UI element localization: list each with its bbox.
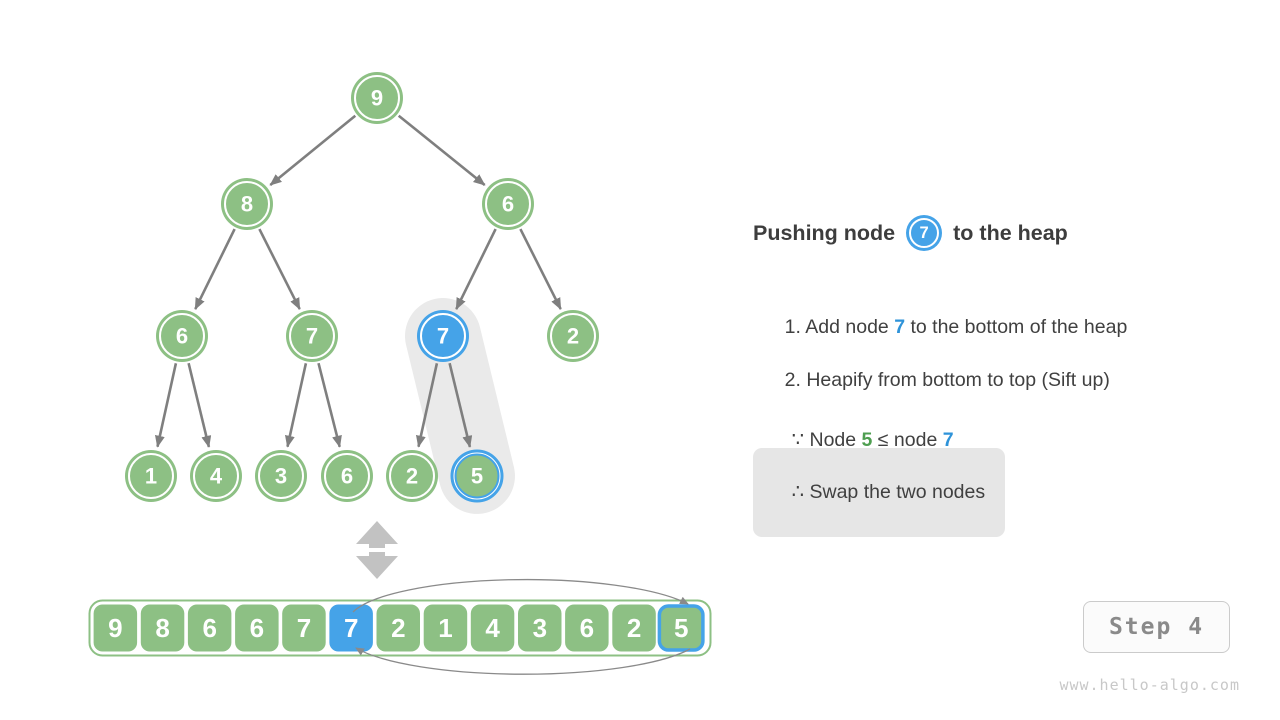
tree-and-array-diagram: 9 8 6 6 7 7 2	[88, 72, 712, 675]
tree-node-value: 8	[241, 192, 253, 217]
tree-node-value: 6	[176, 324, 188, 349]
step-badge: Step 4	[1083, 601, 1230, 653]
figure-title: Pushing node 7 to the heap	[753, 214, 1068, 252]
site-watermark: www.hello-algo.com	[1059, 676, 1240, 694]
array-cell-value: 1	[438, 613, 452, 643]
array-cell-value: 2	[391, 613, 405, 643]
tree-node-6-l3: 6	[156, 310, 208, 362]
array-cell-value: 6	[202, 613, 216, 643]
tree-node-2-l3: 2	[547, 310, 599, 362]
because-value-7: 7	[942, 429, 954, 451]
step-badge-label: Step 4	[1108, 614, 1205, 640]
tree-node-2-l4: 2	[386, 450, 438, 502]
tree-node-value: 7	[437, 324, 449, 349]
tree-node-1: 1	[125, 450, 177, 502]
tree-node-5-ringed: 5	[450, 449, 504, 503]
tree-edges	[154, 114, 562, 448]
tree-node-7-l3: 7	[286, 310, 338, 362]
tree-node-7-blue: 7	[417, 310, 469, 362]
tree-node-value: 7	[306, 324, 318, 349]
array-cell-value: 4	[485, 613, 500, 643]
tree-node-value: 9	[371, 86, 383, 111]
conclusion-box: ∴ Swap the two nodes	[753, 448, 1006, 537]
array-cell-value: 5	[674, 613, 688, 643]
step-1-highlight-7: 7	[894, 316, 906, 338]
because-line: ∵ Node 5 ≤ node 7	[791, 429, 954, 451]
tree-node-9: 9	[351, 72, 403, 124]
step-1-text: 1. Add node 7 to the bottom of the heap	[784, 316, 1128, 338]
array-swap-arrows	[352, 578, 691, 675]
array-cell-value: 6	[250, 613, 264, 643]
array-cell-value: 7	[297, 613, 311, 643]
array-cell-value: 3	[533, 613, 547, 643]
array-cell-value: 6	[580, 613, 594, 643]
array-cell-value: 9	[108, 613, 122, 643]
array-cell-ringed	[657, 604, 705, 652]
tree-node-3: 3	[255, 450, 307, 502]
tree-node-6-l4: 6	[321, 450, 373, 502]
tree-node-value: 2	[567, 324, 579, 349]
tree-array-equivalence-arrow-icon	[356, 521, 398, 579]
tree-node-4: 4	[190, 450, 242, 502]
tree-node-value: 1	[145, 464, 157, 489]
tree-node-8: 8	[221, 178, 273, 230]
tree-node-6-right: 6	[482, 178, 534, 230]
tree-node-value: 2	[406, 464, 418, 489]
tree-node-value: 6	[502, 192, 514, 217]
tree-node-value: 6	[341, 464, 353, 489]
tree-node-value: 4	[210, 464, 223, 489]
tree-node-value: 3	[275, 464, 287, 489]
because-value-5: 5	[861, 429, 873, 451]
array-cell-value: 7	[344, 613, 358, 643]
title-node-circle: 7	[909, 218, 940, 248]
array-cell-value: 2	[627, 613, 641, 643]
step-2-text: 2. Heapify from bottom to top (Sift up)	[784, 369, 1110, 391]
array-cells: 9 8 6 6 7 7 2 1 4 3 6 2 5	[93, 604, 705, 652]
conclusion-text: ∴ Swap the two nodes	[791, 481, 986, 503]
tree-node-value: 5	[471, 464, 483, 489]
title-prefix: Pushing node	[753, 220, 896, 245]
title-node-value: 7	[919, 223, 929, 242]
array-cell-blue	[329, 604, 373, 652]
title-suffix: to the heap	[953, 220, 1068, 245]
array-cell-value: 8	[155, 613, 169, 643]
